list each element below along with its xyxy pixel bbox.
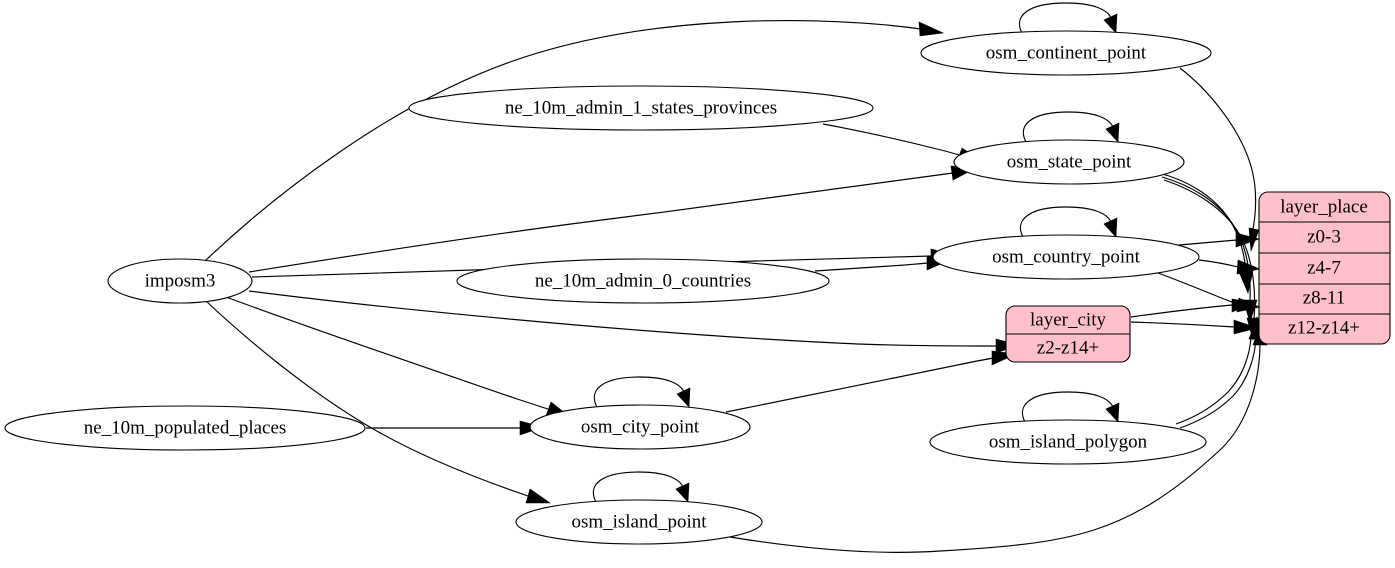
node-imposm3[interactable]: imposm3: [107, 258, 253, 304]
node-osm_island_point[interactable]: osm_island_point: [515, 499, 763, 545]
node-layer_city[interactable]: layer_city z2-z14+: [1005, 305, 1131, 363]
node-layer_place[interactable]: layer_place z0-3 z4-7 z8-11 z12-z14+: [1258, 191, 1391, 345]
node-osm_continent_point[interactable]: osm_continent_point: [920, 30, 1212, 76]
node-label-ne_10m_admin_0_countries: ne_10m_admin_0_countries: [535, 270, 751, 291]
edge-self-loop-osm_state_point: [1022, 111, 1120, 143]
node-layer: imposm3 ne_10m_admin_1_states_provinces …: [4, 30, 1391, 545]
node-osm_city_point[interactable]: osm_city_point: [529, 404, 751, 450]
node-label-osm_continent_point: osm_continent_point: [986, 42, 1147, 63]
node-label-osm_island_polygon: osm_island_polygon: [989, 431, 1148, 452]
node-label-osm_country_point: osm_country_point: [992, 246, 1140, 267]
edge-ne_10m_populated_places-to-osm_city_point: [366, 420, 545, 436]
node-osm_island_polygon[interactable]: osm_island_polygon: [929, 419, 1207, 465]
edge-osm_country_point-to-layer_place-z4-7: [1198, 259, 1262, 275]
node-label-osm_island_point: osm_island_point: [571, 511, 707, 532]
node-label-osm_city_point: osm_city_point: [581, 416, 700, 437]
edge-osm_island_polygon-to-layer_place-z12-z14-b: [1175, 336, 1252, 425]
edge-self-loop-osm_island_point: [592, 471, 690, 503]
edge-osm_continent_point-to-layer_place-z0-3: [1179, 67, 1260, 252]
record-row-layer_place-z12-z14[interactable]: z12-z14+: [1288, 317, 1360, 338]
edge-osm_country_point-to-layer_place-z0-3: [1178, 232, 1261, 248]
record-row-layer_city-title: layer_city: [1030, 309, 1106, 330]
edge-self-loop-osm_city_point: [593, 376, 691, 408]
record-row-layer_place-z4-7[interactable]: z4-7: [1307, 257, 1341, 278]
node-label-ne_10m_populated_places: ne_10m_populated_places: [84, 417, 287, 438]
record-row-layer_place-z0-3[interactable]: z0-3: [1307, 226, 1341, 247]
edge-osm_island_polygon-to-layer_place-z12-z14: [1179, 316, 1264, 429]
edge-self-loop-osm_continent_point: [1018, 2, 1118, 34]
edge-imposm3-to-osm_continent_point: [204, 19, 945, 262]
edge-imposm3-to-osm_island_point: [205, 300, 551, 504]
edge-osm_city_point-to-layer_city: [725, 350, 1018, 413]
record-row-layer_city-z2-z14[interactable]: z2-z14+: [1037, 337, 1099, 358]
node-label-ne_10m_admin_1_states_provinces: ne_10m_admin_1_states_provinces: [505, 97, 777, 118]
record-row-layer_place-z8-11[interactable]: z8-11: [1303, 287, 1346, 308]
node-label-osm_state_point: osm_state_point: [1007, 151, 1132, 172]
node-ne_10m_admin_1_states_provinces[interactable]: ne_10m_admin_1_states_provinces: [408, 85, 874, 131]
node-osm_country_point[interactable]: osm_country_point: [932, 234, 1200, 280]
node-ne_10m_admin_0_countries[interactable]: ne_10m_admin_0_countries: [456, 258, 830, 304]
edge-imposm3-to-osm_city_point: [225, 296, 571, 418]
node-ne_10m_populated_places[interactable]: ne_10m_populated_places: [4, 405, 366, 451]
node-osm_state_point[interactable]: osm_state_point: [953, 139, 1185, 185]
edge-self-loop-osm_country_point: [1019, 206, 1118, 238]
edge-self-loop-osm_island_polygon: [1021, 391, 1120, 423]
edge-imposm3-to-osm_state_point: [248, 165, 978, 273]
record-row-layer_place-title: layer_place: [1280, 196, 1368, 217]
edge-layer_city-to-layer_place-z12-z14: [1130, 319, 1259, 335]
edge-layer_city-to-layer_place-z8-11: [1130, 298, 1257, 318]
node-label-imposm3: imposm3: [145, 270, 216, 291]
